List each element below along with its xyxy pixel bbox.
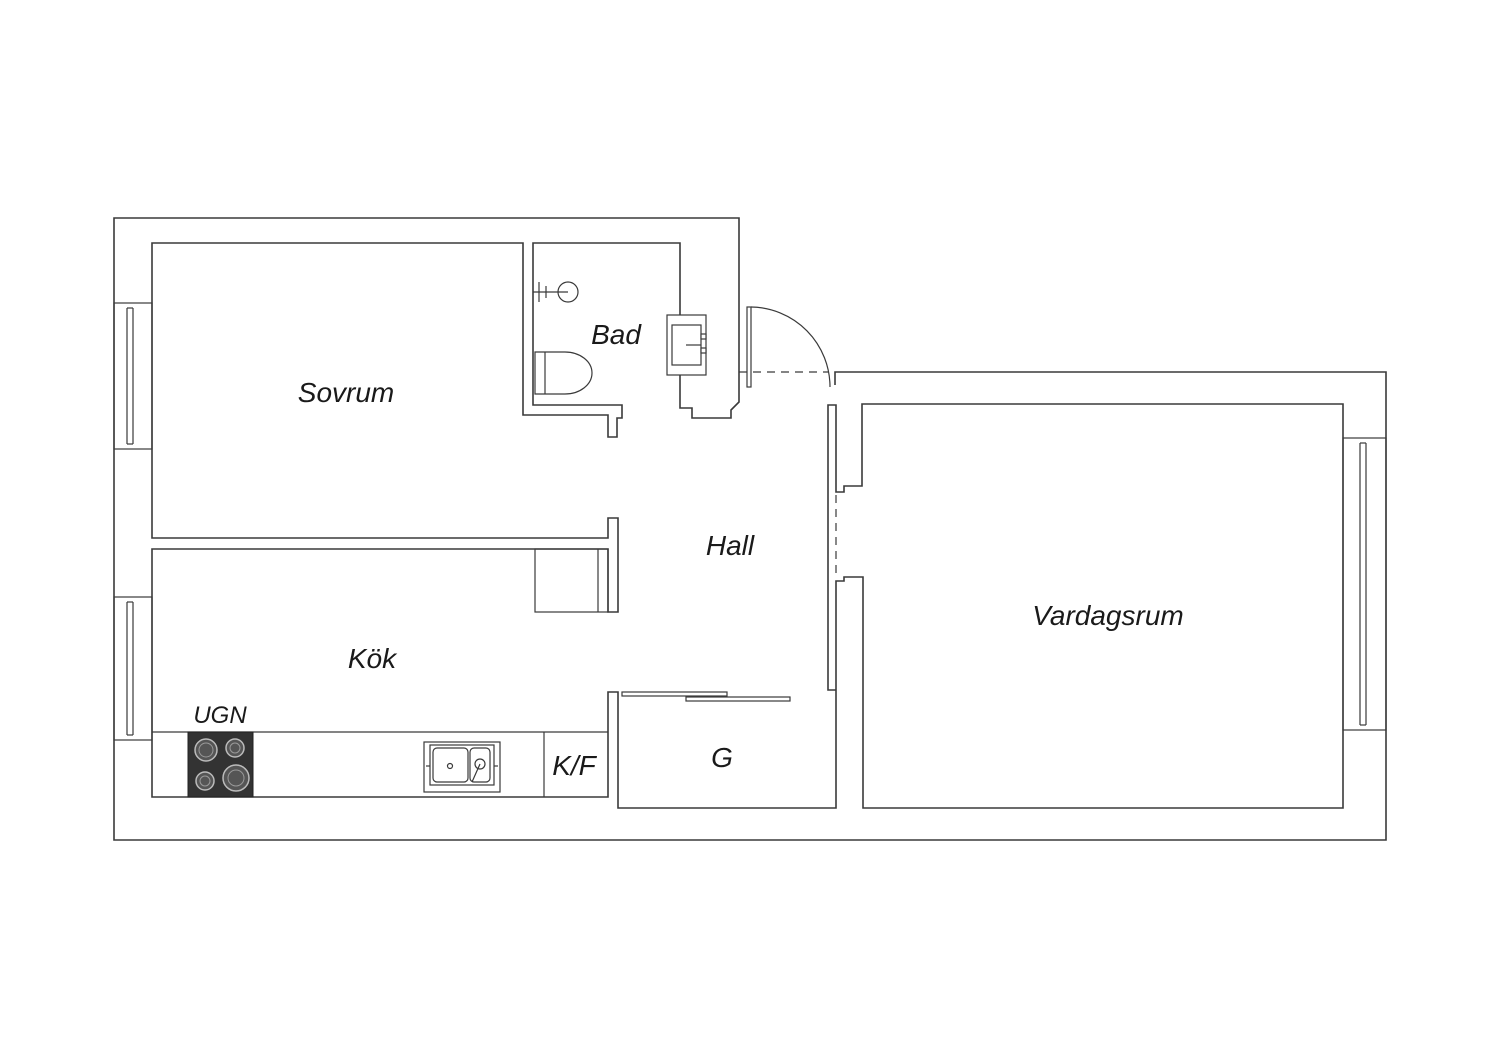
room-label-kok: Kök <box>348 643 398 674</box>
room-label-hall: Hall <box>706 530 755 561</box>
room-label-bad: Bad <box>591 319 642 350</box>
window-sovrum <box>113 302 153 450</box>
room-label-vardagsrum: Vardagsrum <box>1032 600 1183 631</box>
closet-sliding-door <box>621 691 791 702</box>
bathroom-sink <box>666 314 707 376</box>
kitchen-cabinet <box>534 548 609 613</box>
shower-fixture <box>533 281 579 303</box>
window-kok <box>113 596 153 741</box>
stove-icon <box>187 731 254 798</box>
room-label-kylfrys: K/F <box>552 750 597 781</box>
window-vardagsrum <box>1342 437 1387 731</box>
room-label-garderob: G <box>711 742 733 773</box>
entrance-door <box>739 306 831 388</box>
room-label-sovrum: Sovrum <box>298 377 394 408</box>
kitchen-sink-icon <box>423 741 501 793</box>
appliance-label-ugn: UGN <box>193 702 247 729</box>
toilet-fixture <box>534 351 593 395</box>
room-labels: Sovrum Bad Hall Kök Vardagsrum G K/F UGN <box>193 319 1183 781</box>
